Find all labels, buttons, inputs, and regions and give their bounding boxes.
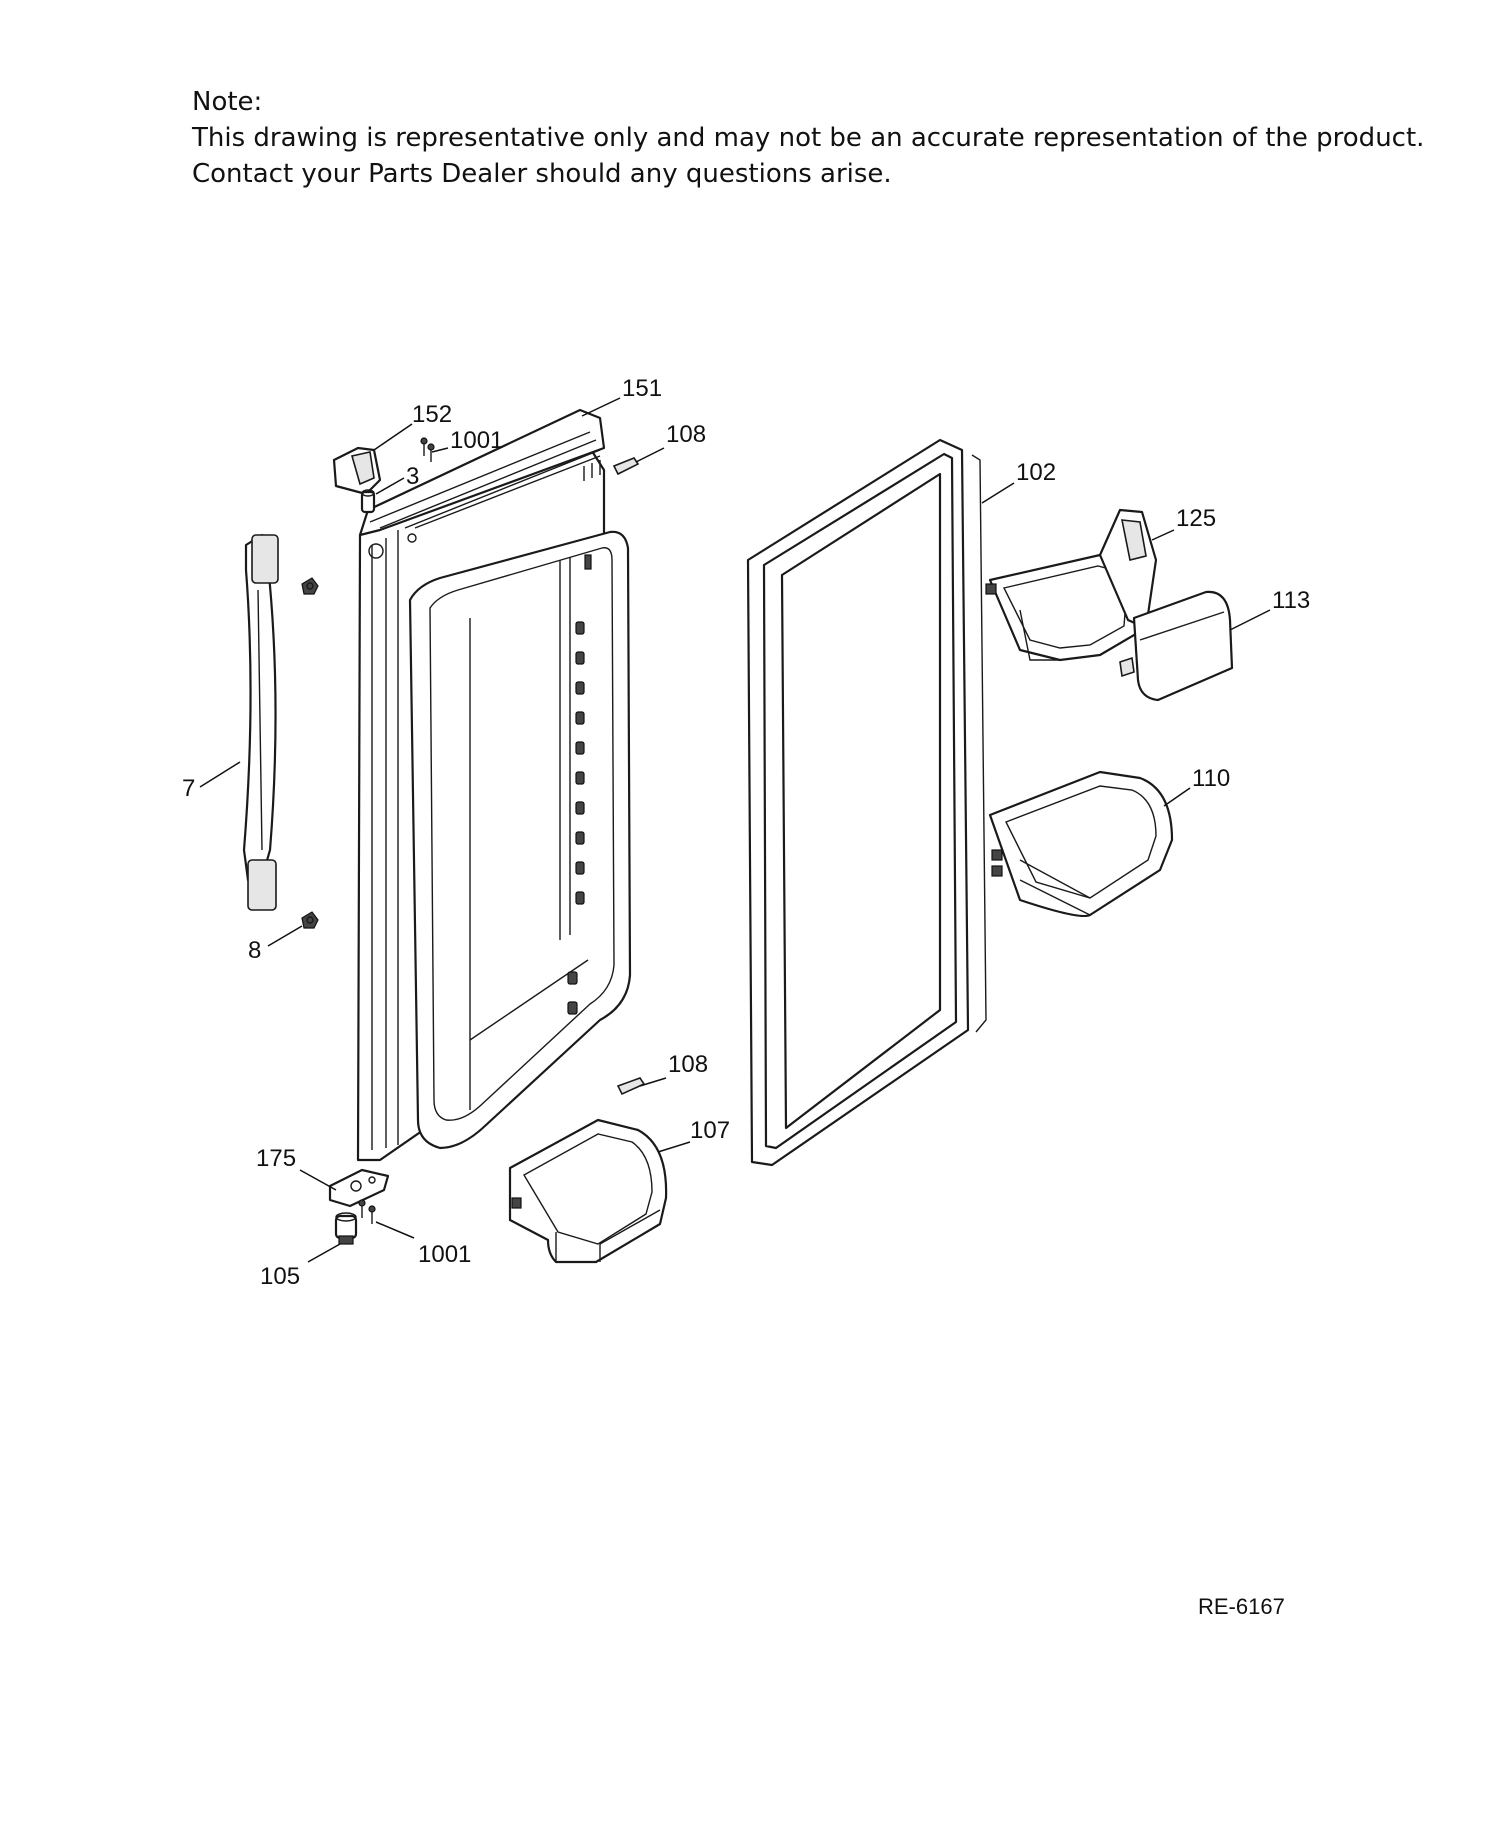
note-line-2: Contact your Parts Dealer should any que… xyxy=(192,159,892,189)
door-bin-125 xyxy=(985,508,1158,662)
bottom-hinge-bracket xyxy=(328,1168,390,1208)
door-bin-110 xyxy=(988,770,1174,918)
door-bin-107 xyxy=(508,1118,668,1264)
bin-cover-113 xyxy=(1119,590,1234,702)
callout-1001-top: 1001 xyxy=(450,427,503,454)
disclaimer-note: Note: This drawing is representative onl… xyxy=(192,84,1424,192)
door-handle xyxy=(242,533,279,911)
callout-1001-bottom: 1001 xyxy=(418,1241,471,1268)
handle-screw-bottom xyxy=(301,911,319,929)
hinge-screws-top xyxy=(420,437,435,462)
callout-105: 105 xyxy=(260,1263,300,1290)
door-bin-clips xyxy=(567,621,585,1015)
door-gasket xyxy=(746,438,987,1167)
callout-113: 113 xyxy=(1272,587,1310,614)
callout-151: 151 xyxy=(622,375,662,402)
bottom-hinge-bushing xyxy=(334,1212,358,1245)
callout-leaders xyxy=(199,397,1271,1263)
callout-108-bottom: 108 xyxy=(668,1051,708,1078)
hinge-screws-bottom xyxy=(358,1199,376,1224)
hinge-bushing xyxy=(360,489,376,514)
callout-110: 110 xyxy=(1192,765,1230,792)
callout-7: 7 xyxy=(182,775,195,802)
callout-152: 152 xyxy=(412,401,452,428)
callout-102: 102 xyxy=(1016,459,1056,486)
callout-108-top: 108 xyxy=(666,421,706,448)
callout-3: 3 xyxy=(406,463,419,490)
callout-107: 107 xyxy=(690,1117,730,1144)
reference-code: RE-6167 xyxy=(1198,1594,1285,1619)
door-stop-top xyxy=(612,457,640,476)
callout-8: 8 xyxy=(248,937,261,964)
note-heading: Note: xyxy=(192,87,263,117)
top-hinge-cover xyxy=(332,446,382,496)
callout-175: 175 xyxy=(256,1145,296,1172)
handle-screw-top xyxy=(301,577,319,595)
callout-125: 125 xyxy=(1176,505,1216,532)
door-assembly xyxy=(356,408,632,1162)
note-line-1: This drawing is representative only and … xyxy=(192,123,1425,153)
